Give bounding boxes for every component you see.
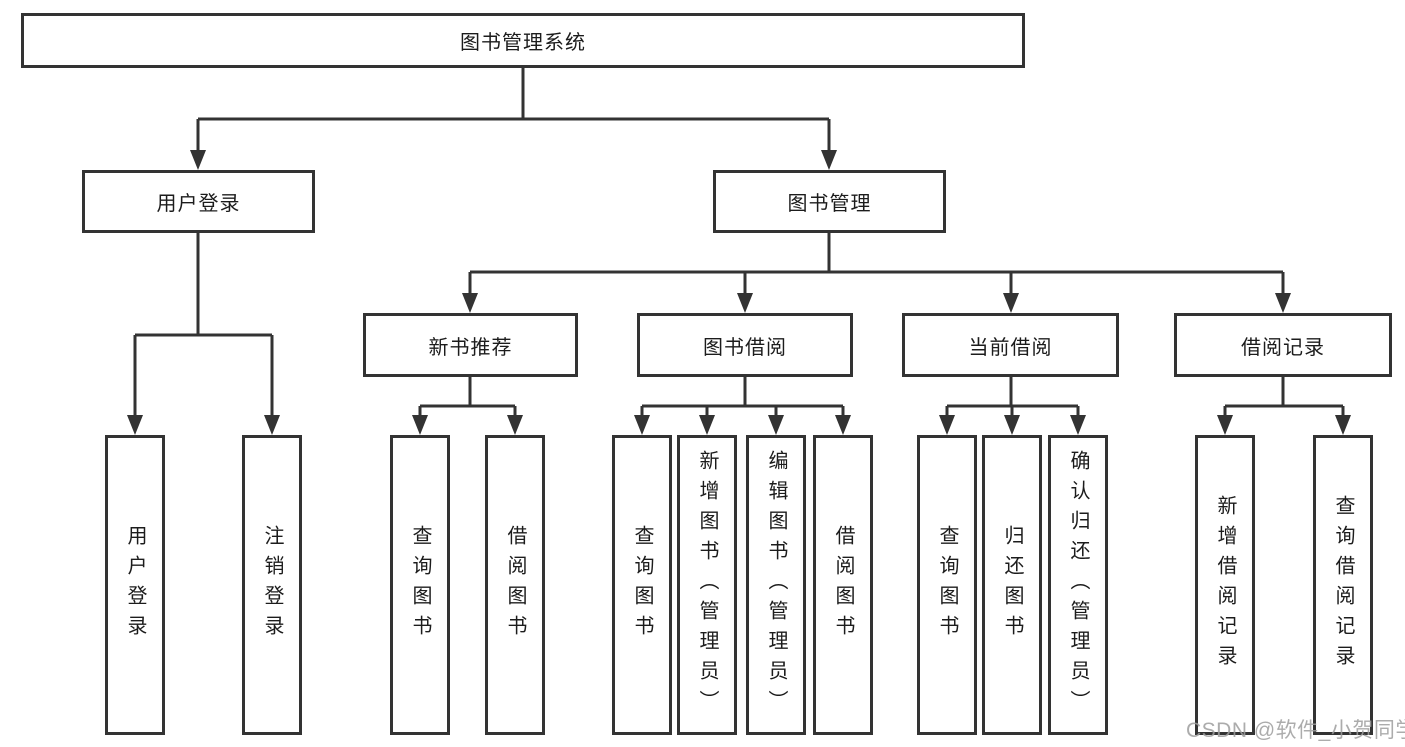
leaf-borrowing-edit-books-admin: 编辑图书（管理员） — [746, 435, 806, 735]
leaf-borrowing-edit-books-admin-label: 编辑图书（管理员） — [765, 450, 787, 720]
leaf-borrowing-query-books: 查询图书 — [612, 435, 672, 735]
leaf-newbook-borrow-books-label: 借阅图书 — [504, 525, 526, 645]
node-library-system: 图书管理系统 — [21, 13, 1025, 68]
csdn-watermark: CSDN @软件_小贺同学 — [1186, 719, 1405, 742]
leaf-logout-login: 注销登录 — [242, 435, 302, 735]
node-borrow-records: 借阅记录 — [1174, 313, 1392, 377]
node-new-book-recommend: 新书推荐 — [363, 313, 578, 377]
node-user-login: 用户登录 — [82, 170, 315, 233]
leaf-records-query-borrow-record: 查询借阅记录 — [1313, 435, 1373, 735]
leaf-current-return-books: 归还图书 — [982, 435, 1042, 735]
leaf-newbook-borrow-books: 借阅图书 — [485, 435, 545, 735]
node-borrow-records-label: 借阅记录 — [1241, 336, 1325, 359]
leaf-records-add-borrow-record: 新增借阅记录 — [1195, 435, 1255, 735]
node-book-borrowing: 图书借阅 — [637, 313, 853, 377]
node-user-login-label: 用户登录 — [156, 193, 241, 215]
leaf-newbook-query-books-label: 查询图书 — [409, 525, 431, 645]
leaf-borrowing-add-books-admin: 新增图书（管理员） — [677, 435, 737, 735]
leaf-user-login: 用户登录 — [105, 435, 165, 735]
node-book-management-label: 图书管理 — [787, 193, 872, 215]
node-library-system-label: 图书管理系统 — [460, 32, 586, 54]
leaf-logout-login-label: 注销登录 — [261, 525, 283, 645]
leaf-records-query-borrow-record-label: 查询借阅记录 — [1332, 495, 1354, 675]
leaf-borrowing-borrow-books-label: 借阅图书 — [832, 525, 854, 645]
node-book-borrowing-label: 图书借阅 — [703, 336, 787, 359]
leaf-records-add-borrow-record-label: 新增借阅记录 — [1214, 495, 1236, 675]
leaf-user-login-label: 用户登录 — [124, 525, 146, 645]
leaf-borrowing-add-books-admin-label: 新增图书（管理员） — [696, 450, 718, 720]
node-book-management: 图书管理 — [713, 170, 946, 233]
leaf-newbook-query-books: 查询图书 — [390, 435, 450, 735]
leaf-current-confirm-return-admin-label: 确认归还（管理员） — [1067, 450, 1089, 720]
leaf-current-return-books-label: 归还图书 — [1001, 525, 1023, 645]
leaf-current-query-books-label: 查询图书 — [936, 525, 958, 645]
arrowheads — [127, 150, 1351, 435]
node-current-borrowing-label: 当前借阅 — [968, 336, 1053, 359]
leaf-borrowing-query-books-label: 查询图书 — [631, 525, 653, 645]
node-new-book-recommend-label: 新书推荐 — [428, 336, 513, 359]
leaf-current-confirm-return-admin: 确认归还（管理员） — [1048, 435, 1108, 735]
leaf-current-query-books: 查询图书 — [917, 435, 977, 735]
node-current-borrowing: 当前借阅 — [902, 313, 1119, 377]
leaf-borrowing-borrow-books: 借阅图书 — [813, 435, 873, 735]
